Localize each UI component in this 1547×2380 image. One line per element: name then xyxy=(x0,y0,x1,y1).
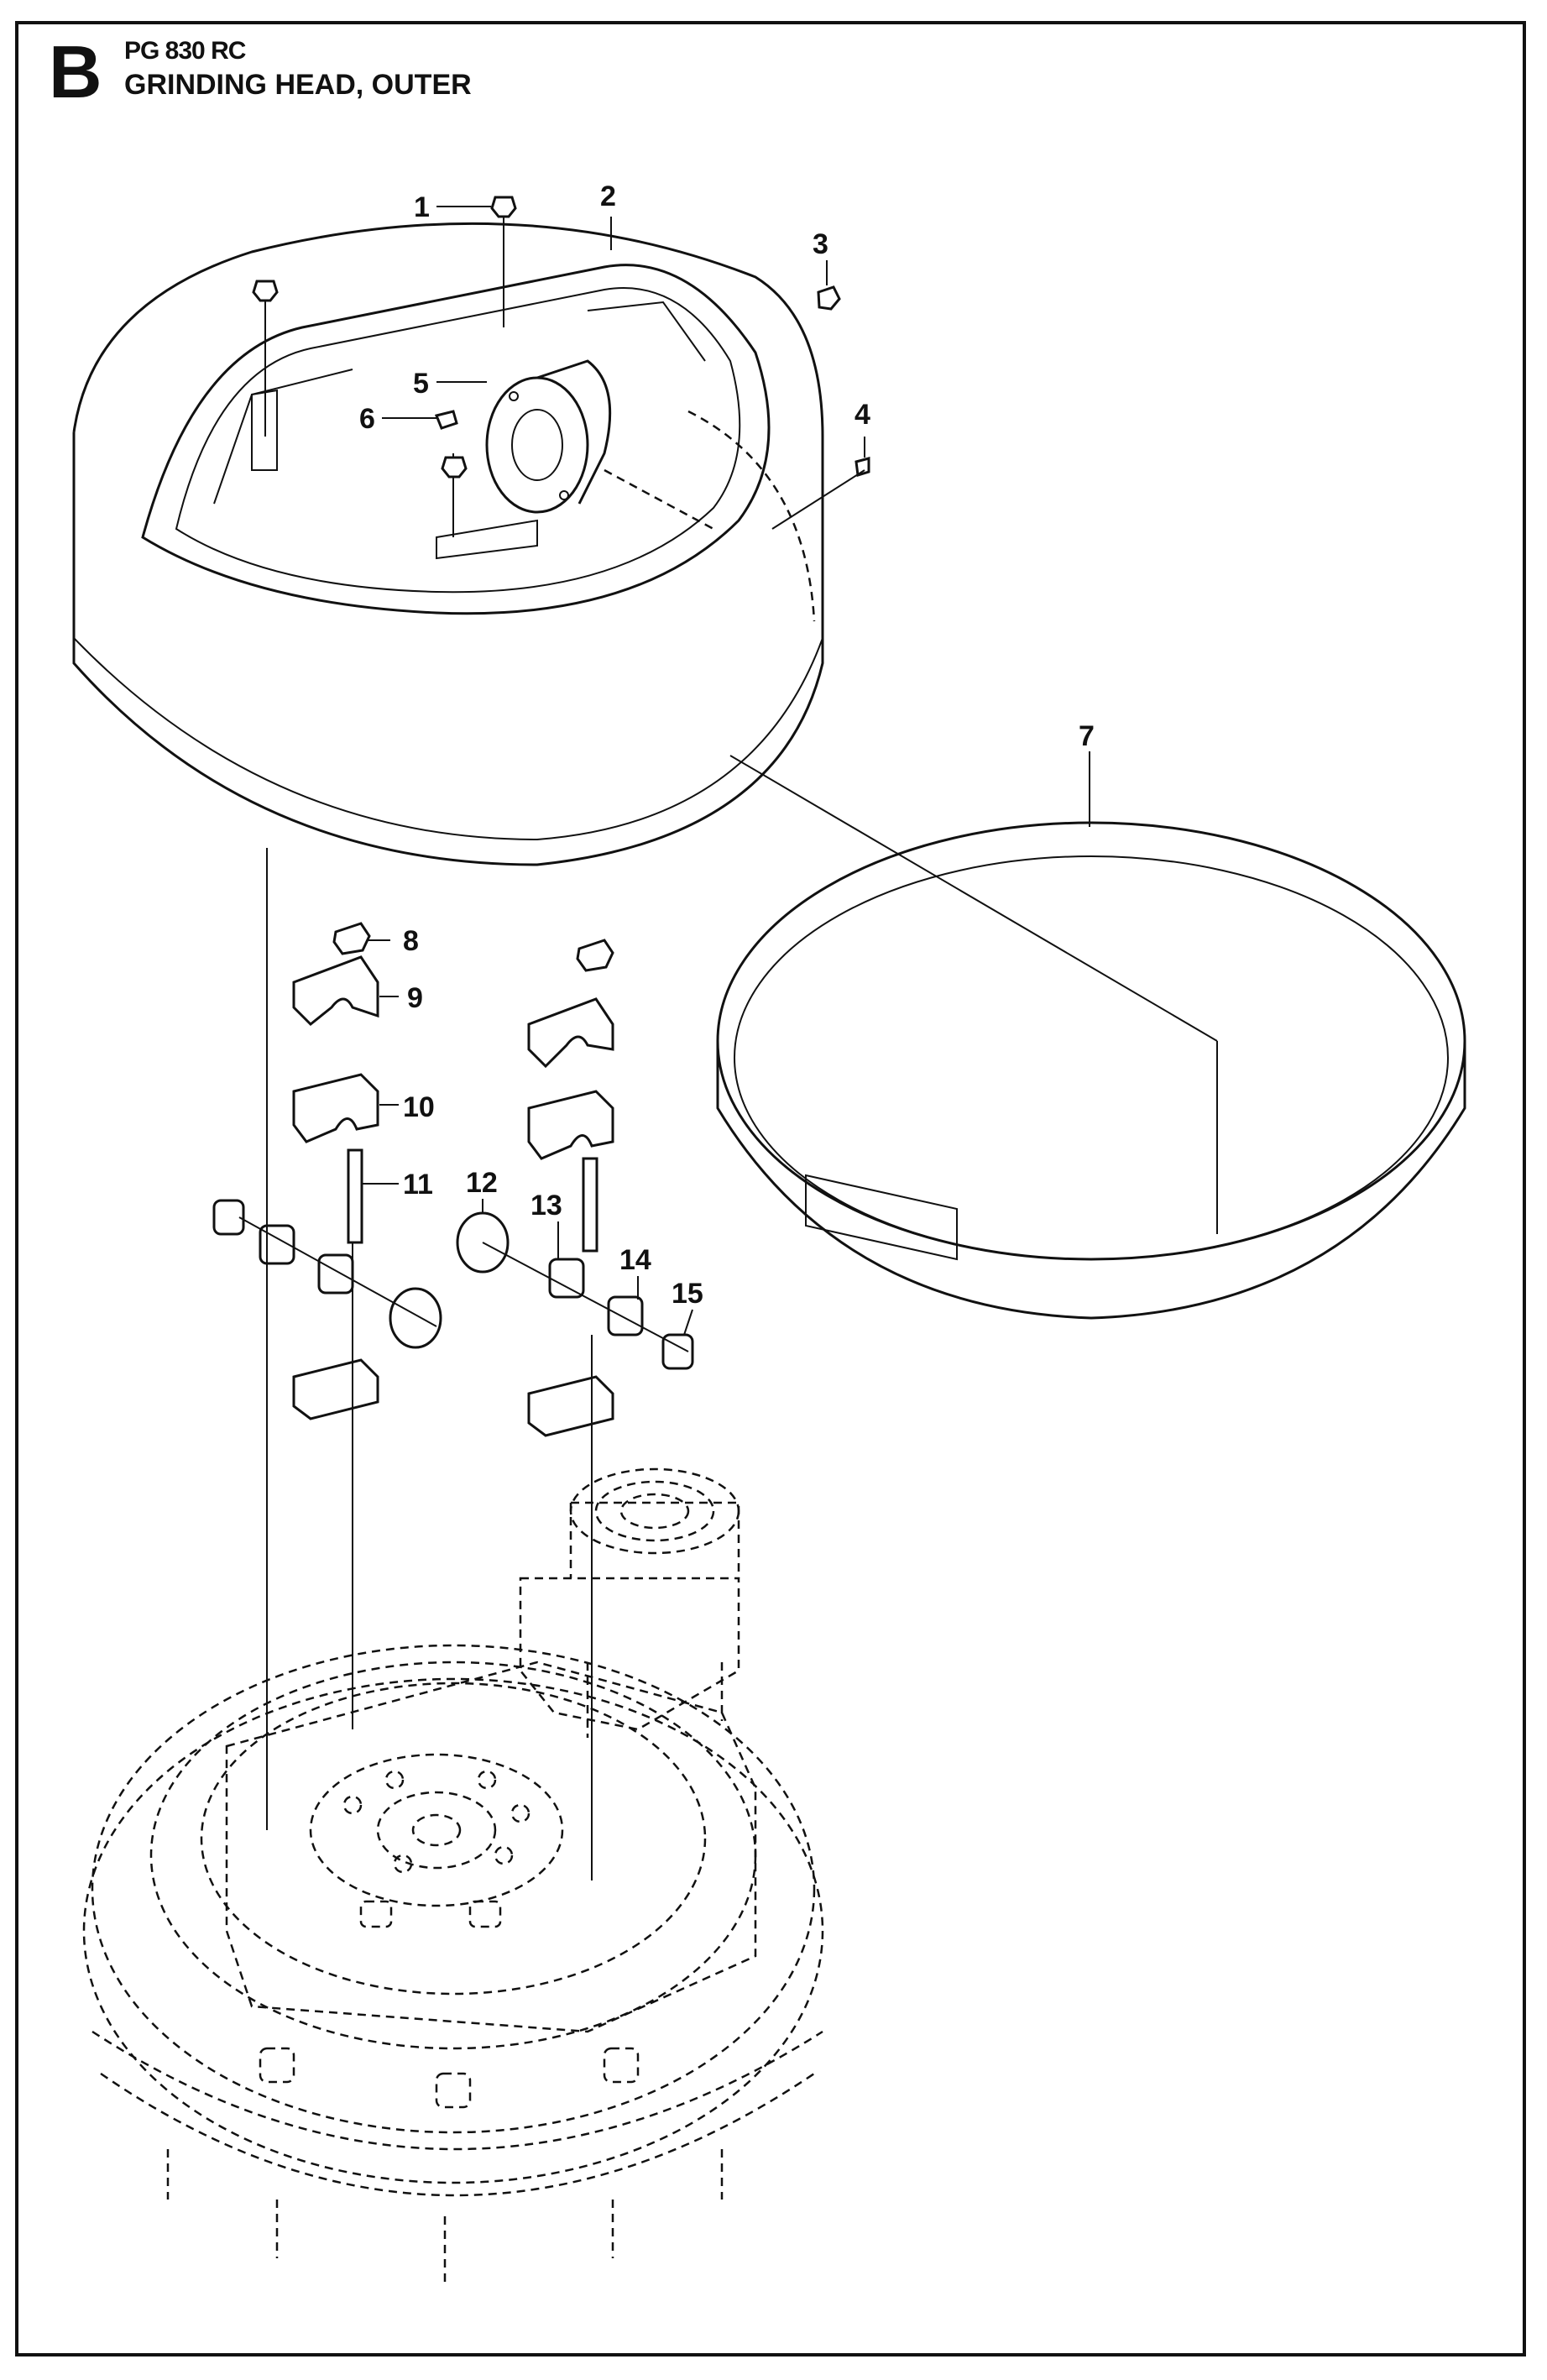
callout-leaders xyxy=(363,206,1090,1336)
callout-9: 9 xyxy=(407,982,423,1014)
bracket-set-right xyxy=(527,939,614,1437)
assembly-lines xyxy=(264,210,1218,1880)
grinding-base-dashed xyxy=(82,1467,824,2283)
callout-8: 8 xyxy=(403,925,419,957)
callout-13: 13 xyxy=(530,1190,562,1221)
bracket-set-left xyxy=(292,922,379,1420)
section-letter: B xyxy=(49,30,102,113)
callout-7: 7 xyxy=(1079,720,1095,752)
callout-12: 12 xyxy=(466,1167,498,1199)
callout-5: 5 xyxy=(413,368,429,400)
section-title: GRINDING HEAD, OUTER xyxy=(124,69,472,101)
hardware-bolts xyxy=(252,196,870,479)
roller-assembly-left xyxy=(212,1199,442,1349)
callout-14: 14 xyxy=(619,1244,651,1276)
callout-15: 15 xyxy=(672,1278,703,1310)
callout-3: 3 xyxy=(813,228,828,260)
callout-labels: 1 2 3 4 5 6 7 8 9 10 11 12 13 14 15 xyxy=(359,180,1095,1310)
callout-1: 1 xyxy=(414,191,430,223)
callout-6: 6 xyxy=(359,403,375,435)
model-name: PG 830 RC xyxy=(124,37,246,65)
callout-10: 10 xyxy=(403,1091,435,1123)
outer-cover xyxy=(72,222,824,866)
ring-part-7 xyxy=(716,821,1466,1320)
callout-11: 11 xyxy=(403,1169,433,1200)
callout-2: 2 xyxy=(600,180,616,212)
callout-4: 4 xyxy=(855,399,870,431)
roller-assembly-right xyxy=(456,1211,694,1370)
flange-part-5 xyxy=(485,359,612,514)
